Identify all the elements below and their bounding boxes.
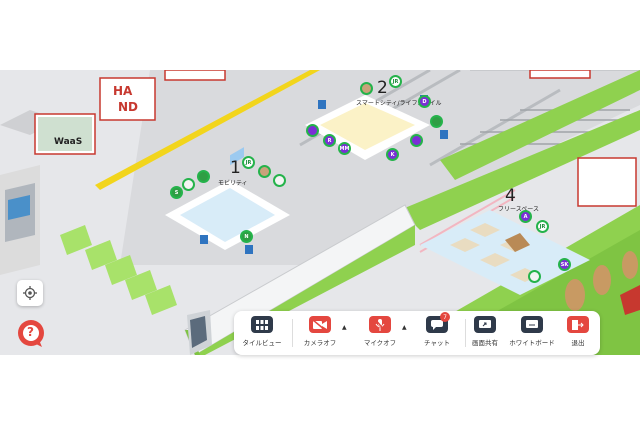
tile-view-button[interactable]: タイルビュー [240,316,284,352]
chat-unread-badge: 7 [440,312,450,322]
user-avatar[interactable] [273,174,286,187]
meeting-toolbar: タイルビュー カメラオフ ▲ マイクオフ ▲ 7 チャット 画面共有 ホワイトボ… [234,311,600,355]
exit-button[interactable]: 退出 [556,316,600,352]
toolbar-divider [465,319,466,347]
user-avatar[interactable]: K [386,148,399,161]
zone-2-number: 2 [377,78,388,98]
exit-label: 退出 [571,339,585,347]
chat-label: チャット [424,339,450,347]
user-avatar[interactable] [528,270,541,283]
camera-off-button[interactable]: カメラオフ [298,316,342,352]
grid-icon [251,316,273,333]
user-avatar[interactable] [197,170,210,183]
user-avatar[interactable] [360,82,373,95]
help-button[interactable]: ? [14,319,48,349]
zone-2-name: スマートシティ/ライフスタイル [356,100,442,107]
whiteboard-icon [521,316,543,333]
camera-off-icon [309,316,331,333]
zone-2-label: 2 [377,80,388,97]
chat-button[interactable]: 7 チャット [415,312,459,352]
camera-off-label: カメラオフ [303,339,337,347]
exit-icon [567,316,589,333]
user-avatar[interactable]: JR [242,156,255,169]
user-avatar[interactable]: N [240,230,253,243]
whiteboard-button[interactable]: ホワイトボード [509,316,555,352]
zone-1-name: モビリティ [218,180,248,187]
screen-share-icon [474,316,496,333]
user-avatar[interactable]: SK [558,258,571,271]
user-avatar[interactable]: JR [389,75,402,88]
chat-icon: 7 [426,312,450,333]
toolbar-divider [292,319,293,347]
hand-sign-bottom: ND [118,100,139,114]
zone-4-name: フリースペース [498,206,539,213]
user-avatar[interactable] [306,124,319,137]
user-avatar[interactable] [410,134,423,147]
help-bubble-icon [18,320,44,347]
zone-4-label: 4 [505,188,516,205]
zone-4-number: 4 [505,186,516,206]
mic-off-label: マイクオフ [363,339,397,347]
help-question-mark: ? [27,325,34,339]
mic-off-button[interactable]: マイクオフ [358,316,402,352]
user-avatar[interactable]: JR [536,220,549,233]
crosshair-icon [23,286,37,300]
user-avatar[interactable] [258,165,271,178]
locate-me-button[interactable] [17,280,43,306]
user-avatar[interactable]: S [170,186,183,199]
tile-view-label: タイルビュー [242,339,282,347]
user-avatar[interactable]: MM [338,142,351,155]
screen-share-button[interactable]: 画面共有 [463,316,507,352]
zone-1-number: 1 [230,158,241,178]
mic-options-chevron-icon[interactable]: ▲ [402,324,407,331]
hand-sign-top: HA [113,84,133,98]
screen-share-label: 画面共有 [472,339,498,347]
mic-off-icon [369,316,391,333]
zone-1-label: 1 [230,160,241,177]
user-avatar[interactable]: A [519,210,532,223]
user-avatar[interactable] [182,178,195,191]
camera-options-chevron-icon[interactable]: ▲ [342,324,347,331]
waas-sign-label: WaaS [54,137,83,147]
whiteboard-label: ホワイトボード [509,339,555,347]
user-avatar[interactable] [430,115,443,128]
user-avatar[interactable]: D [418,95,431,108]
user-avatar[interactable]: R [323,134,336,147]
